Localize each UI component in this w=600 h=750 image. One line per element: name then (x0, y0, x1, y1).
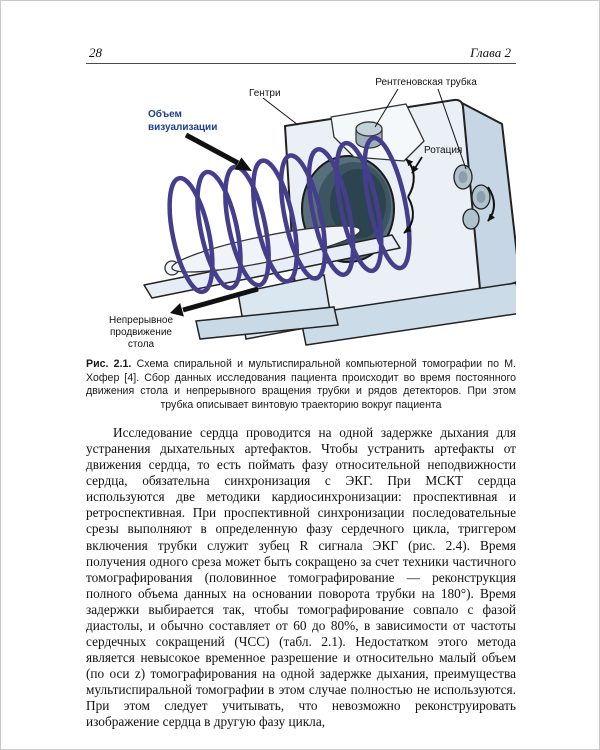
label-volume: Объем визуализации (148, 108, 217, 133)
label-rotation: Ротация (424, 145, 462, 156)
header-rule (86, 63, 516, 64)
svg-text:продвижение: продвижение (110, 327, 172, 338)
ct-scanner-diagram: Гентри Рентгеновская трубка Объем визуал… (109, 76, 516, 350)
svg-text:стола: стола (128, 339, 155, 350)
table-motion-arrow (170, 286, 259, 317)
page-number: 28 (89, 45, 102, 60)
body-paragraph: Исследование сердца проводится на одной … (86, 425, 516, 730)
rotation-arrows (403, 158, 495, 234)
svg-text:Объем: Объем (148, 108, 182, 120)
label-gantry: Гентри (249, 88, 281, 99)
label-table-motion: Непрерывное продвижение стола (109, 315, 173, 350)
svg-text:Непрерывное: Непрерывное (109, 315, 173, 326)
xray-tube-cylinder (355, 121, 383, 137)
leader-lines (262, 88, 467, 174)
figure-caption-text: Схема спиральной и мультиспиральной комп… (86, 358, 516, 411)
scanner-base (299, 282, 516, 346)
svg-text:визуализации: визуализации (148, 122, 217, 133)
label-xray-tube: Рентгеновская трубка (375, 76, 477, 88)
side-detectors (453, 164, 491, 230)
chapter-header: Глава 2 (470, 45, 511, 60)
spiral-trajectory (167, 135, 412, 295)
figure-caption: Рис. 2.1. Схема спиральной и мультиспира… (86, 358, 516, 412)
volume-arrow (184, 132, 252, 171)
figure-caption-number: Рис. 2.1. (86, 358, 132, 370)
